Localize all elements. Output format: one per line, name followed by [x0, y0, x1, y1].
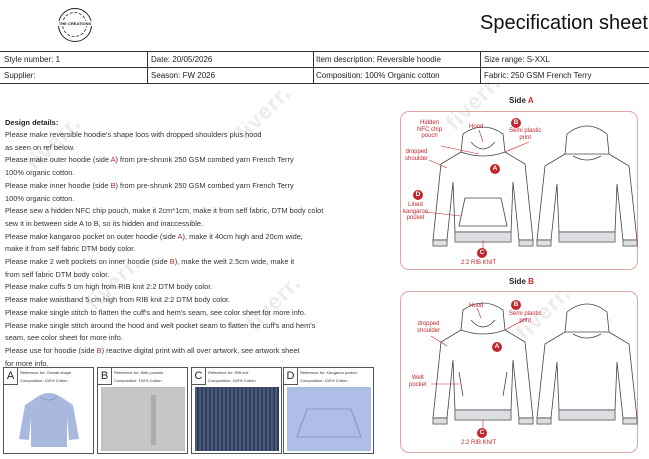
detail-line: Please make single stitch around the hoo… [5, 320, 316, 330]
annotation-rib-knit: 2:2 RIB KNIT [461, 440, 497, 446]
detail-line: Please make outer hoodie (side A) from p… [5, 155, 294, 165]
marker-c: C [477, 428, 487, 438]
annotation-rib-knit: 2:2 RIB KNIT [461, 260, 497, 266]
side-reference: B [169, 257, 175, 267]
supplier: Supplier: [4, 71, 36, 80]
hoodie-photo [7, 387, 91, 451]
annotation-hood: Hood [469, 124, 484, 130]
marker-b: B [511, 300, 521, 310]
detail-line: Please make cuffs 5 cm high from RIB kni… [5, 282, 213, 292]
marker-b: B [511, 118, 521, 128]
reference-label: Reference for: RIB knit [208, 370, 249, 375]
page-title: Specification sheet [480, 12, 648, 34]
reference-card-c: C Reference for: RIB knit Composition: 1… [191, 367, 282, 454]
fabric: Fabric: 250 GSM French Terry [484, 71, 592, 80]
season: Season: FW 2026 [151, 71, 216, 80]
reference-card-d: D Reference for: Kangaroo pocket Composi… [283, 367, 374, 454]
detail-line: Please make inner hoodie (side B) from p… [5, 180, 294, 190]
reference-composition: Composition: 100% Cotton [208, 378, 256, 383]
reference-letter: B [98, 368, 112, 385]
side-a-label: Side A [509, 96, 534, 105]
detail-line: sew it in between side A to B, so its hi… [5, 218, 204, 228]
rib-knit-photo [195, 387, 279, 451]
side-reference: A [110, 155, 116, 165]
composition: Composition: 100% Organic cotton [316, 71, 440, 80]
reference-composition: Composition: 100% Cotton [114, 378, 162, 383]
reference-card-b: B Reference for: Welt pockets Compositio… [97, 367, 188, 454]
detail-line: make it from self fabric DTM body color. [5, 244, 136, 254]
detail-line: Please make reversible hoodie's shape lo… [5, 130, 262, 139]
marker-a: A [490, 164, 500, 174]
welt-pocket-photo [101, 387, 185, 451]
reference-composition: Composition: 100% Cotton [300, 378, 348, 383]
side-reference: B [96, 345, 102, 355]
reference-letter: A [4, 368, 18, 385]
marker-d: D [413, 190, 423, 200]
side-b-flat-sketch [430, 302, 638, 438]
item-description: Item description: Reversible hoodie [316, 55, 441, 64]
side-a-flat-sketch [424, 125, 638, 254]
detail-line: as seen on ref below. [5, 142, 75, 152]
detail-line: Please make single stitch to flatten the… [5, 307, 306, 317]
brand-logo: THE CREATIONS [53, 8, 97, 42]
detail-line: Please use for hoodie (side B) reactive … [5, 345, 300, 355]
reference-label: Reference for: Overall shape [20, 370, 72, 375]
marker-c: C [477, 248, 487, 258]
detail-line: seam, see color sheet for more info. [5, 333, 123, 343]
date: Date: 20/05/2026 [151, 55, 213, 64]
side-reference: B [110, 180, 116, 190]
reference-card-a: A Reference for: Overall shape Compositi… [3, 367, 94, 454]
detail-line: from self fabric DTM body color. [5, 269, 110, 279]
style-number: Style number: 1 [4, 55, 61, 64]
detail-line: Please make kangaroo pocket on outer hoo… [5, 231, 303, 241]
detail-line: 100% organic cotton. [5, 193, 75, 203]
reference-letter: C [192, 368, 206, 385]
reference-label: Reference for: Kangaroo pocket [300, 370, 357, 375]
detail-line: for more info. [5, 358, 49, 368]
side-reference: A [177, 231, 183, 241]
detail-line: Please make waistband 5 cm high from RIB… [5, 295, 231, 305]
reference-composition: Composition: 100% Cotton [20, 378, 68, 383]
detail-line: Please sew a hidden NFC chip pouch, make… [5, 206, 324, 216]
marker-a: A [492, 342, 502, 352]
design-details-text: Please make reversible hoodie's shape lo… [5, 129, 385, 370]
detail-line: Please make 2 welt pockets on inner hood… [5, 257, 295, 267]
design-details-heading: Design details: [5, 118, 59, 127]
side-b-label: Side B [509, 277, 534, 286]
reference-letter: D [284, 368, 298, 385]
reference-label: Reference for: Welt pockets [114, 370, 164, 375]
detail-line: 100% organic cotton. [5, 168, 75, 178]
kangaroo-pocket-photo [287, 387, 371, 451]
size-range: Size range: S-XXL [484, 55, 550, 64]
annotation-hood: Hood [469, 303, 484, 309]
